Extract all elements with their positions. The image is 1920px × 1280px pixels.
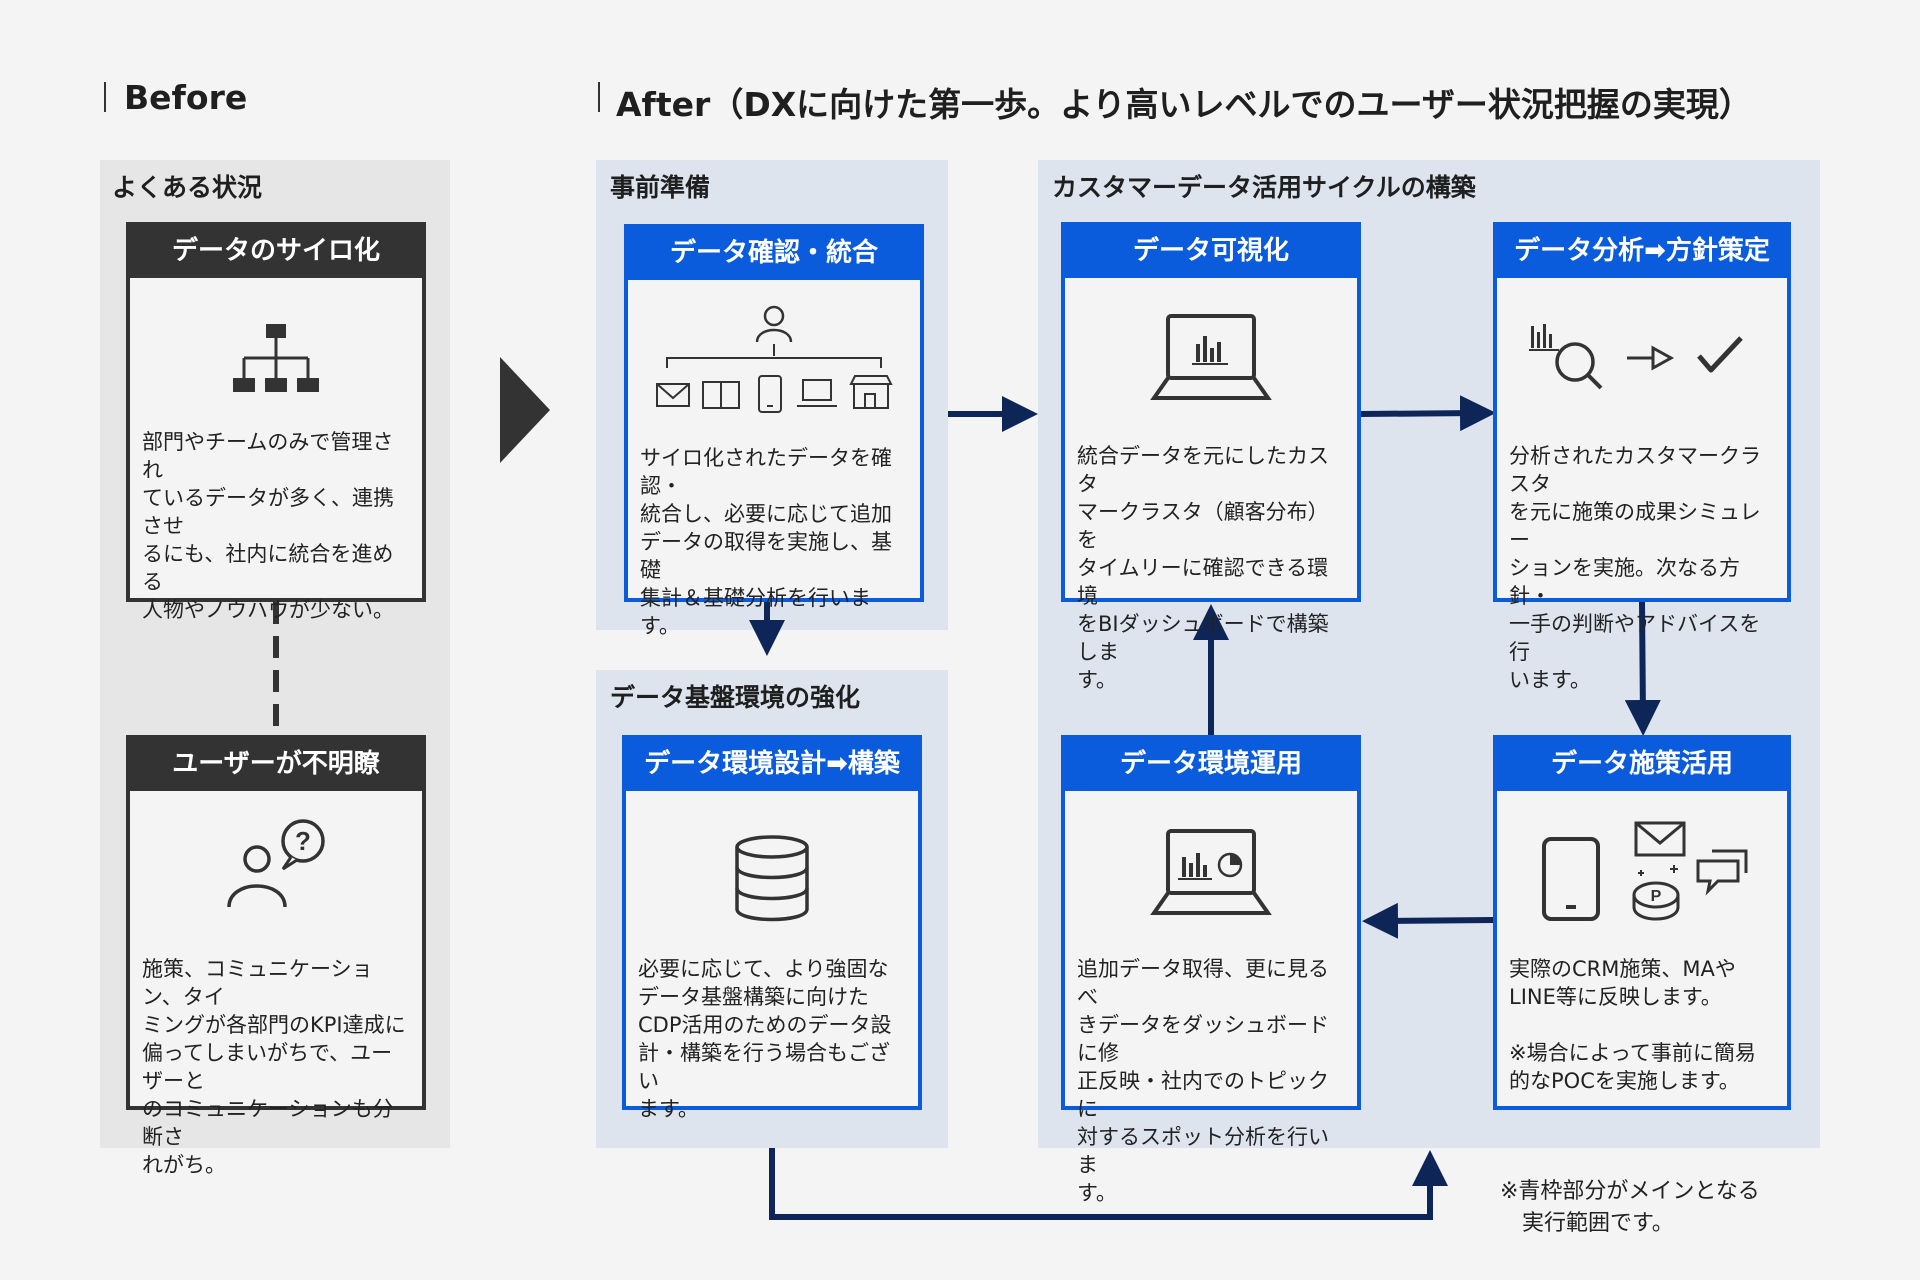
database-icon bbox=[626, 835, 918, 922]
card-data-analyze-title: データ分析➡方針策定 bbox=[1497, 226, 1787, 278]
card-data-visualize-text: 統合データを元にしたカスタ マークラスタ（顧客分布）を タイムリーに確認できる環… bbox=[1077, 444, 1329, 692]
card-data-check: データ確認・統合 サイロ化されたデータを確認・ 統合し、必要に応じて追加 データ… bbox=[624, 224, 924, 638]
analysis-decision-icon bbox=[1497, 322, 1787, 392]
svg-text:?: ? bbox=[295, 826, 311, 856]
footnote: ※青枠部分がメインとなる 実行範囲です。 bbox=[1500, 1179, 1760, 1236]
card-data-analyze: データ分析➡方針策定 分析されたカスタマークラスタ を元に施策の成果シミュレー … bbox=[1493, 222, 1791, 692]
channels-icon: P bbox=[1497, 821, 1787, 925]
card-data-silo-text: 部門やチームのみで管理され ているデータが多く、連携させ るにも、社内に統合を進… bbox=[142, 430, 394, 622]
card-data-silo-title: データのサイロ化 bbox=[130, 226, 422, 278]
after-heading-bar bbox=[598, 82, 600, 112]
card-data-activate: データ施策活用 P 実際のCRM施策、MAや LINE等に反映します。 ※場合に… bbox=[1493, 735, 1791, 1110]
user-question-icon: ? bbox=[130, 819, 422, 909]
card-data-infra-title: データ環境設計➡構築 bbox=[626, 739, 918, 791]
card-unclear-user: ユーザーが不明瞭 ? 施策、コミュニケーション、タイ ミングが各部門のKPI達成… bbox=[126, 735, 426, 1177]
card-data-infra: データ環境設計➡構築 必要に応じて、より強固な データ基盤構築に向けた CDP活… bbox=[622, 735, 922, 1121]
card-unclear-user-title: ユーザーが不明瞭 bbox=[130, 739, 422, 791]
card-data-visualize-title: データ可視化 bbox=[1065, 226, 1357, 278]
card-data-silo: データのサイロ化 部門やチームのみで管理され ているデータが多く、連携させ るに… bbox=[126, 222, 426, 622]
card-data-activate-title: データ施策活用 bbox=[1497, 739, 1787, 791]
laptop-chart-icon bbox=[1065, 314, 1357, 400]
infra-panel-title: データ基盤環境の強化 bbox=[610, 683, 861, 712]
before-after-arrow-icon bbox=[500, 357, 550, 463]
card-data-operate-text: 追加データ取得、更に見るべ きデータをダッシュボードに修 正反映・社内でのトピッ… bbox=[1077, 957, 1329, 1205]
card-data-check-text: サイロ化されたデータを確認・ 統合し、必要に応じて追加 データの取得を実施し、基… bbox=[640, 446, 892, 638]
card-data-analyze-text: 分析されたカスタマークラスタ を元に施策の成果シミュレー ションを実施。次なる方… bbox=[1509, 444, 1761, 692]
card-data-operate-title: データ環境運用 bbox=[1065, 739, 1357, 791]
org-chart-icon bbox=[130, 324, 422, 396]
before-panel-title: よくある状況 bbox=[112, 173, 263, 202]
card-data-infra-text: 必要に応じて、より強固な データ基盤構築に向けた CDP活用のためのデータ設 計… bbox=[638, 957, 892, 1121]
card-data-visualize: データ可視化 統合データを元にしたカスタ マークラスタ（顧客分布）を タイムリー… bbox=[1061, 222, 1361, 692]
prep-panel-title: 事前準備 bbox=[610, 173, 711, 202]
card-data-check-title: データ確認・統合 bbox=[628, 228, 920, 280]
before-heading-bar bbox=[104, 82, 106, 112]
cycle-panel-title: カスタマーデータ活用サイクルの構築 bbox=[1052, 173, 1476, 202]
after-heading: After（DXに向けた第一歩。より高いレベルでのユーザー状況把握の実現） bbox=[616, 85, 1752, 124]
user-channels-icon bbox=[628, 305, 920, 426]
card-data-operate: データ環境運用 追加データ取得、更に見るべ きデータをダッシュボードに修 正反映… bbox=[1061, 735, 1361, 1205]
laptop-dashboard-icon bbox=[1065, 829, 1357, 915]
before-heading: Before bbox=[124, 78, 248, 117]
card-unclear-user-text: 施策、コミュニケーション、タイ ミングが各部門のKPI達成に 偏ってしまいがちで… bbox=[142, 957, 406, 1177]
card-data-activate-text: 実際のCRM施策、MAや LINE等に反映します。 ※場合によって事前に簡易 的… bbox=[1509, 957, 1756, 1093]
svg-text:P: P bbox=[1651, 888, 1662, 905]
